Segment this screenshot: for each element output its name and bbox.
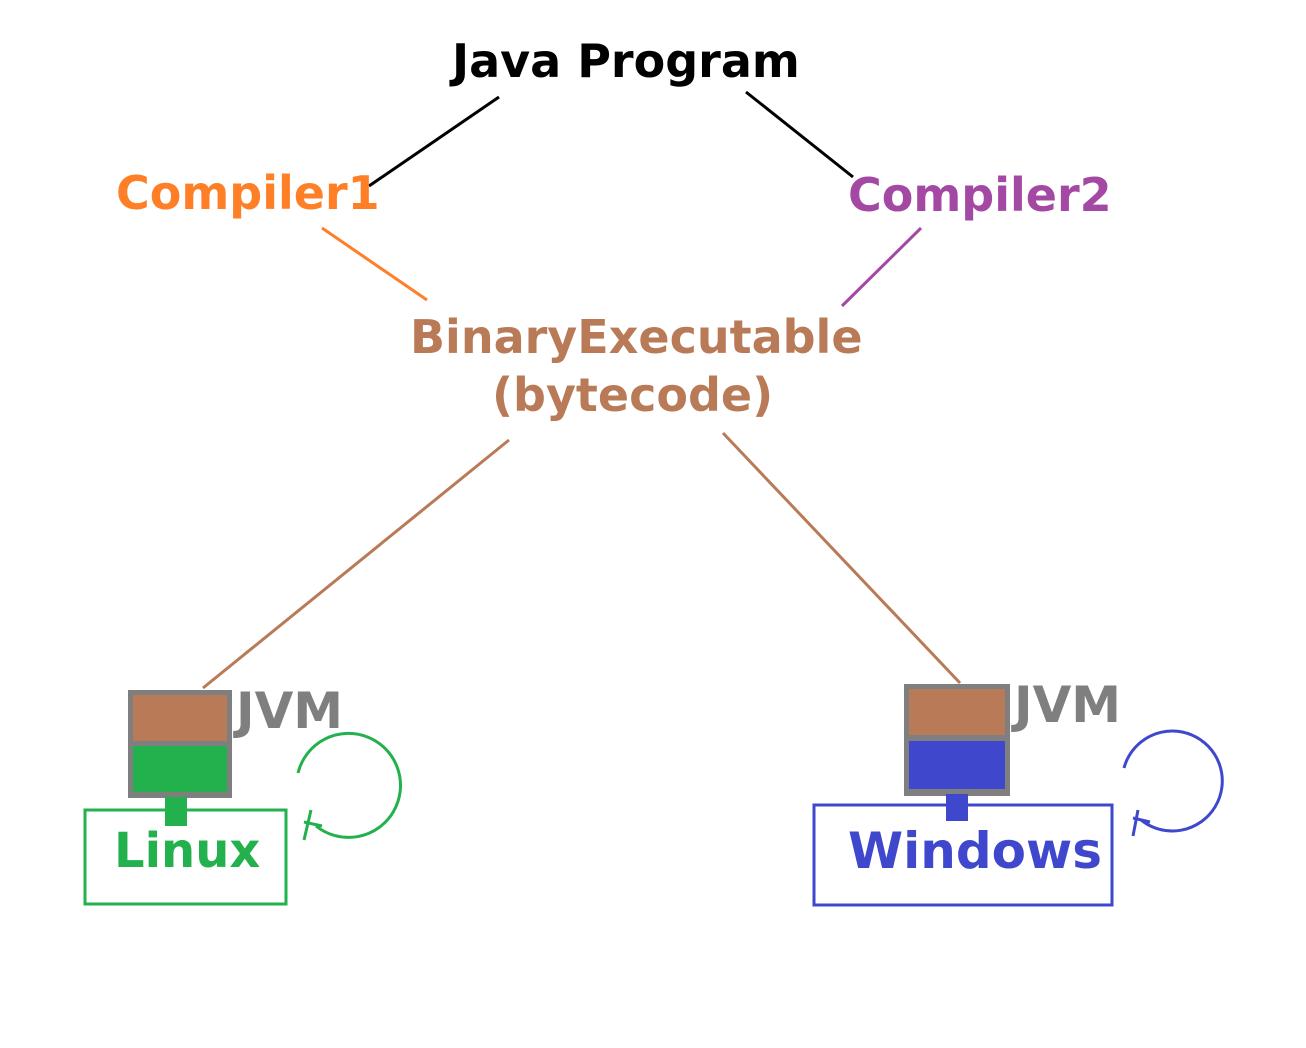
windows-box [812, 803, 1114, 907]
bytecode-label-line2: (bytecode) [492, 368, 774, 422]
edge-java-to-compiler1 [368, 95, 500, 188]
jvm-block-right [904, 684, 1010, 821]
linux-box [83, 808, 288, 906]
edge-java-to-compiler2 [745, 90, 854, 179]
windows-label: Windows [848, 822, 1102, 880]
bytecode-label-line1: BinaryExecutable [410, 310, 863, 364]
edge-bytecode-to-jvm-left [202, 438, 510, 690]
jvm-block-left [128, 690, 232, 826]
edge-compiler2-to-bytecode [840, 226, 923, 308]
edge-bytecode-to-jvm-right [721, 431, 962, 685]
jvm-label-right: JVM [1014, 676, 1122, 734]
cycle-arrow-left-icon [296, 731, 402, 841]
compiler2-label: Compiler2 [848, 168, 1112, 222]
edge-compiler1-to-bytecode [321, 226, 428, 302]
jvm-label-left: JVM [236, 682, 344, 740]
linux-label: Linux [114, 823, 261, 879]
cycle-arrow-right-icon [1122, 729, 1224, 837]
compiler1-label: Compiler1 [116, 166, 380, 220]
java-program-label: Java Program [452, 34, 800, 88]
